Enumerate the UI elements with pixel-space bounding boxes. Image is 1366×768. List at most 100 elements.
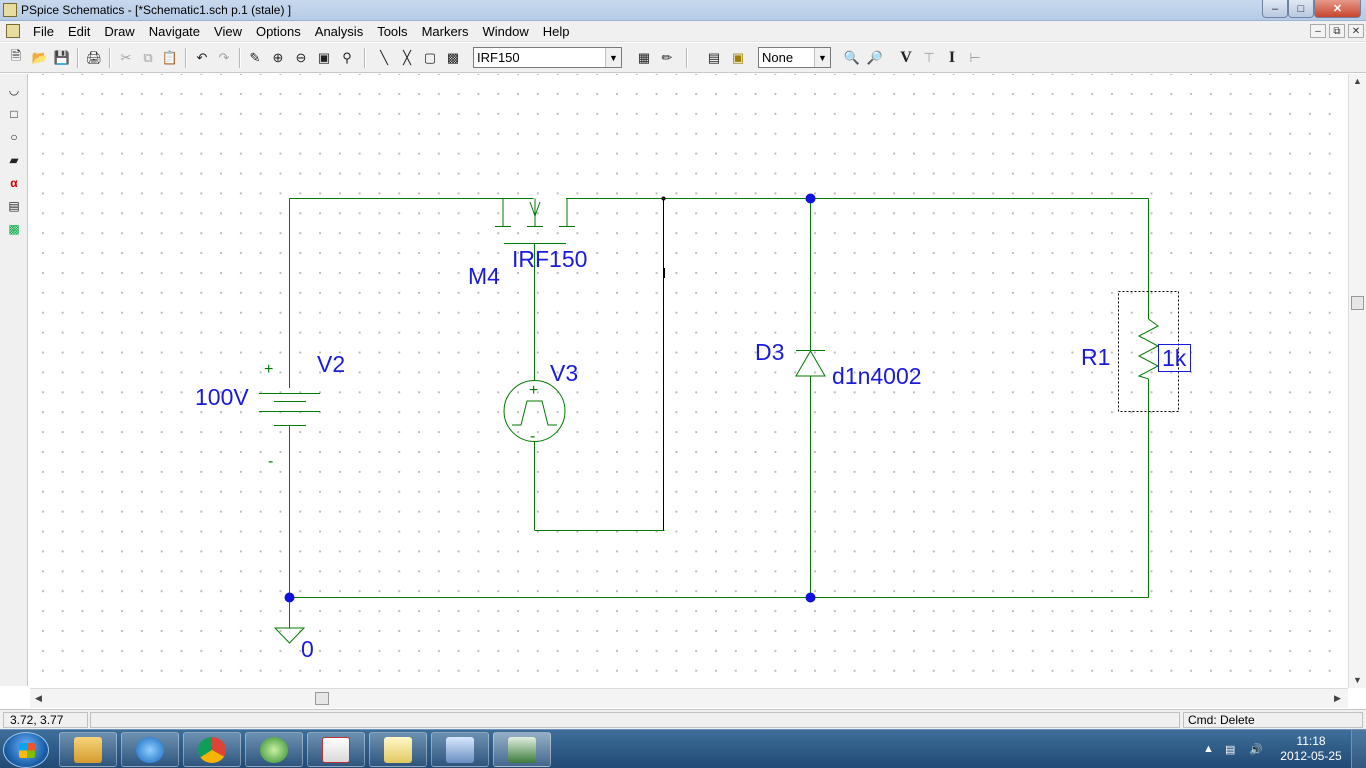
chevron-down-icon[interactable]: ▼: [605, 48, 621, 67]
diode-model-label[interactable]: d1n4002: [832, 363, 922, 389]
schematic-canvas[interactable]: M4 IRF150 V2 100V + - V3 + - D3 d1n4002 …: [30, 74, 1348, 688]
vertical-scrollbar[interactable]: ▲ ▼: [1348, 74, 1366, 688]
picture-icon[interactable]: ▩: [8, 222, 20, 236]
probe-mark-icon[interactable]: 🔎: [866, 50, 884, 65]
horizontal-scroll-thumb[interactable]: [315, 692, 329, 705]
menu-edit[interactable]: Edit: [67, 23, 91, 39]
rectangle-icon[interactable]: □: [10, 107, 18, 121]
scroll-down-icon[interactable]: ▼: [1353, 675, 1362, 685]
edit-symbol-icon[interactable]: ▦: [637, 50, 651, 65]
ground-label[interactable]: 0: [301, 636, 314, 662]
horizontal-scrollbar[interactable]: ◀ ▶: [30, 688, 1348, 708]
setup-analysis-icon[interactable]: ▤: [707, 50, 721, 65]
marker-combo[interactable]: None ▼: [758, 47, 831, 68]
paste-icon[interactable]: 📋: [161, 50, 179, 65]
app-icon[interactable]: [3, 3, 17, 17]
close-button[interactable]: ✕: [1314, 0, 1361, 18]
cut-icon[interactable]: ✂: [120, 50, 132, 65]
draw-wire-icon[interactable]: ╲: [380, 50, 388, 65]
junction-dot: [805, 193, 816, 204]
scroll-left-icon[interactable]: ◀: [35, 693, 42, 703]
doc-minimize-button[interactable]: –: [1310, 24, 1326, 38]
menu-file[interactable]: File: [33, 23, 54, 39]
taskbar-app-6[interactable]: [369, 732, 427, 767]
taskbar-app-4[interactable]: [245, 732, 303, 767]
undo-icon[interactable]: ↶: [196, 50, 208, 65]
probe-icon[interactable]: 🔍: [843, 50, 861, 65]
menu-window[interactable]: Window: [482, 23, 529, 39]
taskbar-chrome[interactable]: [183, 732, 241, 767]
doc-restore-button[interactable]: ⧉: [1329, 24, 1345, 38]
zoom-area-icon[interactable]: ▣: [317, 50, 331, 65]
r1-value-label[interactable]: 1k: [1162, 345, 1187, 371]
show-hidden-icons-icon[interactable]: ▲: [1203, 743, 1214, 755]
taskbar-app-8-active[interactable]: [493, 732, 551, 767]
text-icon[interactable]: α: [10, 176, 18, 190]
system-clock[interactable]: 11:18 2012-05-25: [1276, 734, 1346, 764]
zoom-out-icon[interactable]: ⊖: [295, 50, 307, 65]
scroll-right-icon[interactable]: ▶: [1334, 693, 1341, 703]
new-file-icon[interactable]: 🗎: [10, 48, 22, 63]
arc-icon[interactable]: ◡: [8, 83, 20, 97]
v2-ref-label[interactable]: V2: [317, 351, 345, 377]
menu-tools[interactable]: Tools: [377, 23, 408, 39]
taskbar-explorer[interactable]: [59, 732, 117, 767]
taskbar-app-7[interactable]: [431, 732, 489, 767]
mosfet-ref-label[interactable]: M4: [468, 263, 500, 289]
voltage-diff-marker-icon[interactable]: ⊤: [923, 50, 935, 65]
v2-minus-label: -: [268, 453, 273, 470]
menu-help[interactable]: Help: [542, 23, 570, 39]
status-command: Cmd: Delete: [1183, 712, 1363, 728]
simulate-icon[interactable]: ▣: [731, 50, 745, 65]
draw-bus-icon[interactable]: ╳: [403, 50, 411, 65]
v3-ref-label[interactable]: V3: [550, 360, 578, 386]
menu-options[interactable]: Options: [255, 23, 301, 39]
part-combo[interactable]: IRF150 ▼: [473, 47, 622, 68]
print-icon[interactable]: 🖨: [85, 50, 103, 65]
diode-ref-label[interactable]: D3: [755, 339, 784, 365]
menu-view[interactable]: View: [214, 23, 242, 39]
document-icon[interactable]: [6, 24, 20, 38]
menu-draw[interactable]: Draw: [104, 23, 135, 39]
junction-dot: [284, 592, 295, 603]
redraw-icon[interactable]: ✎: [249, 50, 261, 65]
network-icon[interactable]: ▤: [1225, 744, 1236, 756]
minimize-button[interactable]: –: [1262, 0, 1288, 18]
copy-icon[interactable]: ⧉: [143, 50, 153, 65]
mosfet-model-label[interactable]: IRF150: [512, 246, 587, 272]
open-folder-icon[interactable]: 📂: [31, 50, 49, 65]
menu-bar: File Edit Draw Navigate View Options Ana…: [0, 21, 1366, 42]
doc-close-button[interactable]: ✕: [1348, 24, 1364, 38]
chevron-down-icon[interactable]: ▼: [814, 48, 830, 67]
menu-analysis[interactable]: Analysis: [314, 23, 364, 39]
get-part-icon[interactable]: ▩: [446, 50, 460, 65]
v2-value-label[interactable]: 100V: [195, 384, 249, 410]
redo-icon[interactable]: ↷: [218, 50, 230, 65]
save-icon[interactable]: 💾: [53, 50, 71, 65]
zoom-in-icon[interactable]: ⊕: [272, 50, 284, 65]
edit-attributes-icon[interactable]: ✏: [661, 50, 673, 65]
maximize-button[interactable]: □: [1288, 0, 1314, 18]
r1-ref-label[interactable]: R1: [1081, 344, 1110, 370]
sync-icon: [260, 736, 288, 763]
menu-navigate[interactable]: Navigate: [148, 23, 201, 39]
start-button[interactable]: [3, 732, 49, 768]
taskbar-ie[interactable]: [121, 732, 179, 767]
scroll-up-icon[interactable]: ▲: [1353, 76, 1362, 86]
voltage-marker-icon[interactable]: V: [900, 49, 912, 66]
text-box-icon[interactable]: ▤: [8, 199, 20, 213]
circle-icon[interactable]: ○: [10, 130, 18, 144]
volume-icon[interactable]: 🔊: [1249, 744, 1263, 756]
wire-endpoint: [661, 196, 666, 201]
show-desktop-button[interactable]: [1351, 730, 1366, 768]
menu-markers[interactable]: Markers: [421, 23, 469, 39]
vertical-scroll-thumb[interactable]: [1351, 296, 1364, 310]
polyline-icon[interactable]: ▰: [9, 153, 19, 167]
zoom-fit-icon[interactable]: ⚲: [342, 50, 352, 65]
draw-block-icon[interactable]: ▢: [423, 50, 437, 65]
taskbar-app-5[interactable]: [307, 732, 365, 767]
status-bar: 3.72, 3.77 Cmd: Delete: [0, 709, 1366, 729]
folder-icon: [74, 736, 102, 763]
current-marker-icon[interactable]: I: [948, 49, 956, 66]
power-marker-icon[interactable]: ⊢: [969, 50, 981, 65]
